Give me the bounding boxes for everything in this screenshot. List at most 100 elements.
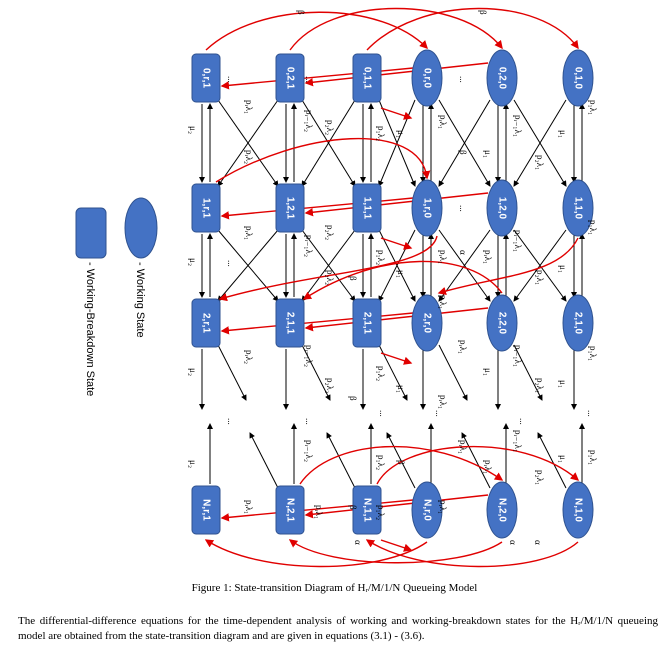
ellipsis: ... xyxy=(304,418,314,425)
rate-label: pᵣλ₁ xyxy=(438,250,448,264)
state-nodes: 0,r,11,r,12,r,1N,r,10,2,11,2,12,1,1N,2,1… xyxy=(191,49,594,539)
rate-label: μ₁ xyxy=(558,455,568,463)
transition-arrow xyxy=(513,229,567,302)
state-label: N,1,0 xyxy=(573,498,584,522)
rate-label: p₁λ₂ xyxy=(376,455,386,470)
breakdown-state-shape xyxy=(352,298,382,348)
transition-arrow xyxy=(386,432,416,489)
red-transition-curve xyxy=(365,539,579,568)
rate-label: μ₂ xyxy=(188,258,198,266)
breakdown-state-shape xyxy=(352,485,382,535)
red-transition-arrow xyxy=(380,237,413,250)
rate-label: pᵣ₋₁λ₁ xyxy=(513,345,523,367)
rate-label: p₁λ₁ xyxy=(588,220,598,235)
rate-label: p₂λ₂ xyxy=(325,378,335,393)
rate-label: pᵣ₋₁λ₂ xyxy=(304,235,314,257)
ellipsis: ... xyxy=(226,76,236,83)
figure-caption: Figure 1: State-transition Diagram of Hᵣ… xyxy=(191,582,478,594)
rate-label: p₂λ₁ xyxy=(535,470,545,485)
rate-label: p₁λ₂ xyxy=(376,366,386,381)
transition-arrows xyxy=(199,99,585,489)
red-transition-arrow xyxy=(220,312,414,335)
ellipsis: ... xyxy=(304,76,314,83)
state-label: 0,2,1 xyxy=(285,67,296,90)
state-label: 2,r,1 xyxy=(201,313,212,333)
rate-label: pᵣλ₁ xyxy=(483,250,493,264)
transition-arrow xyxy=(217,99,279,187)
rate-label: β xyxy=(296,10,306,15)
transition-arrow xyxy=(513,344,543,401)
breakdown-state-shape xyxy=(275,298,305,348)
breakdown-state-shape xyxy=(352,53,382,103)
transition-arrow xyxy=(217,344,247,401)
rate-label: p₂λ₂ xyxy=(325,120,335,135)
red-transition-arrow xyxy=(304,62,489,87)
state-label: 2,1,1 xyxy=(362,312,373,335)
working-state-node: 2,1,0 xyxy=(562,294,594,352)
legend: - Working State - Working-Breakdown Stat… xyxy=(75,197,158,396)
ellipsis: ... xyxy=(586,410,596,417)
rate-label: β xyxy=(348,276,358,281)
rate-label: pᵣλ₁ xyxy=(244,100,254,114)
breakdown-state-node: 2,r,1 xyxy=(191,298,221,348)
rate-label: pᵣλ₁ xyxy=(483,460,493,474)
working-state-shape xyxy=(411,481,443,539)
rate-label: p₁λ₁ xyxy=(588,346,598,361)
rate-label: β xyxy=(458,150,468,155)
state-label: N,2,0 xyxy=(497,498,508,522)
transition-rate-labels: μ₂μ₂μ₂μ₂pᵣλ₁pᵣλ₂pᵣλ₁pᵣλ₂pᵣλ₁pᵣ₋₁λ₂pᵣ₋₁λ₂… xyxy=(188,10,598,545)
working-state-shape xyxy=(562,49,594,107)
rate-label: μ₂ xyxy=(188,460,198,468)
transition-arrow xyxy=(537,432,567,489)
transition-arrow xyxy=(438,99,491,187)
ellipsis: ... xyxy=(226,418,236,425)
rate-label: β xyxy=(478,10,488,15)
state-label: 2,2,0 xyxy=(497,312,508,335)
red-transition-curve xyxy=(218,235,438,302)
rate-label: pᵣλ₂ xyxy=(244,350,254,364)
rate-label: μ₂ xyxy=(188,126,198,134)
working-state-node: N,1,0 xyxy=(562,481,594,539)
breakdown-state-shape xyxy=(352,183,382,233)
rate-label: α xyxy=(353,540,363,545)
ellipsis: ... xyxy=(518,418,528,425)
working-state-shape xyxy=(411,49,443,107)
breakdown-state-node: 2,1,1 xyxy=(352,298,382,348)
working-state-shape xyxy=(562,179,594,237)
ellipsis: ... xyxy=(458,205,468,212)
red-transition-curve xyxy=(289,7,503,51)
state-label: 2,r,0 xyxy=(422,313,433,333)
state-label: 1,2,1 xyxy=(285,197,296,220)
breakdown-state-shape xyxy=(275,183,305,233)
body-paragraph: The differential-difference equations fo… xyxy=(18,615,658,642)
red-transition-curve xyxy=(366,7,579,51)
state-label: N,r,1 xyxy=(201,499,212,521)
transition-arrow xyxy=(301,229,356,302)
state-label: 1,r,1 xyxy=(201,198,212,218)
breakdown-state-shape xyxy=(191,485,221,535)
rate-label: p₂λ₂ xyxy=(325,225,335,240)
ellipsis-markers: ................................. xyxy=(226,76,596,425)
breakdown-state-node: 2,1,1 xyxy=(275,298,305,348)
rate-label: p₁λ₂ xyxy=(376,126,386,141)
state-label: 0,r,0 xyxy=(422,68,433,88)
state-label: 2,1,0 xyxy=(573,312,584,335)
transition-arrow xyxy=(438,344,468,401)
rate-label: pᵣλ₁ xyxy=(458,440,468,454)
rate-label: pᵣλ₁ xyxy=(438,295,448,309)
rate-label: p₂λ₁ xyxy=(535,378,545,393)
rate-label: pᵣλ₁ xyxy=(438,115,448,129)
transition-arrow xyxy=(301,344,331,401)
breakdown-state-shape xyxy=(191,53,221,103)
state-label: 0,2,0 xyxy=(497,67,508,90)
rate-label: β xyxy=(348,396,358,401)
working-state-shape xyxy=(486,481,518,539)
rate-label: pᵣλ₁ xyxy=(244,226,254,240)
working-state-shape xyxy=(411,294,443,352)
rate-label: α xyxy=(533,540,543,545)
rate-label: pᵣ₋₁λ₁ xyxy=(513,115,523,137)
red-transition-arrow xyxy=(304,494,489,519)
transition-arrow xyxy=(513,99,567,187)
state-label: 2,1,1 xyxy=(285,312,296,335)
legend-breakdown-label: - Working-Breakdown State xyxy=(84,262,96,396)
